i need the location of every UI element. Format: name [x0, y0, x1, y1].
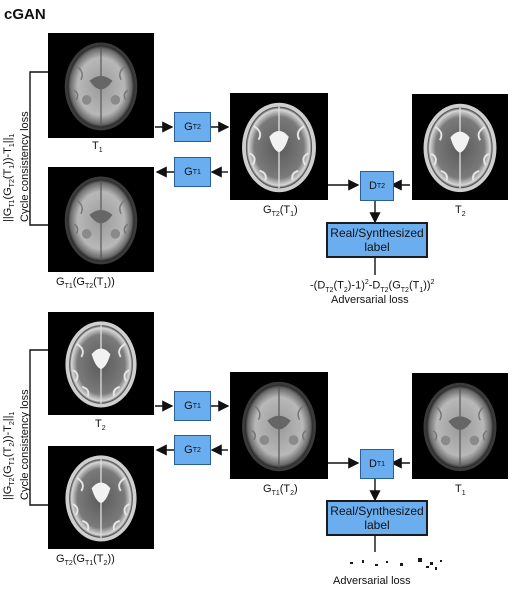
bottom-caption-recon: GT2(GT1(T2)) — [56, 553, 115, 568]
top-caption-t2: T2 — [455, 204, 466, 219]
cycle-bracket-top — [29, 71, 48, 226]
bottom-image-recon — [48, 446, 154, 549]
top-image-t1 — [48, 33, 154, 138]
top-adversarial-label: Adversarial loss — [331, 294, 409, 306]
top-image-generated-t2 — [230, 93, 328, 200]
top-image-t2 — [412, 94, 508, 200]
top-caption-recon: GT1(GT2(T1)) — [56, 276, 115, 291]
bottom-image-generated-t1 — [230, 372, 328, 479]
top-image-recon — [48, 167, 154, 272]
top-cycle-label: ||GT1(GT2(T1))-T1||1 Cycle consistency l… — [2, 111, 32, 222]
cycle-bracket-bottom — [29, 349, 48, 506]
bottom-image-t1 — [412, 373, 508, 479]
bottom-formula-noise — [350, 558, 442, 570]
bottom-caption-t2: T2 — [95, 418, 106, 433]
top-caption-t1: T1 — [92, 140, 103, 155]
bottom-image-t2 — [48, 312, 154, 415]
bottom-caption-generated-t1: GT1(T2) — [263, 483, 298, 498]
bottom-cycle-label: ||GT2(GT1(T2))-T2||1 Cycle consistency l… — [2, 389, 32, 500]
bottom-real-synth-label-box: Real/Synthesized label — [326, 500, 428, 536]
figure-title: cGAN — [4, 6, 46, 23]
bottom-adversarial-label: Adversarial loss — [333, 575, 411, 587]
top-real-synth-label-box: Real/Synthesized label — [326, 222, 428, 258]
top-adversarial-formula: -(DT2(T2)-1)2-DT2(GT2(T1))2 — [310, 279, 435, 294]
top-caption-generated-t2: GT2(T1) — [263, 204, 298, 219]
bottom-caption-t1: T1 — [455, 483, 466, 498]
